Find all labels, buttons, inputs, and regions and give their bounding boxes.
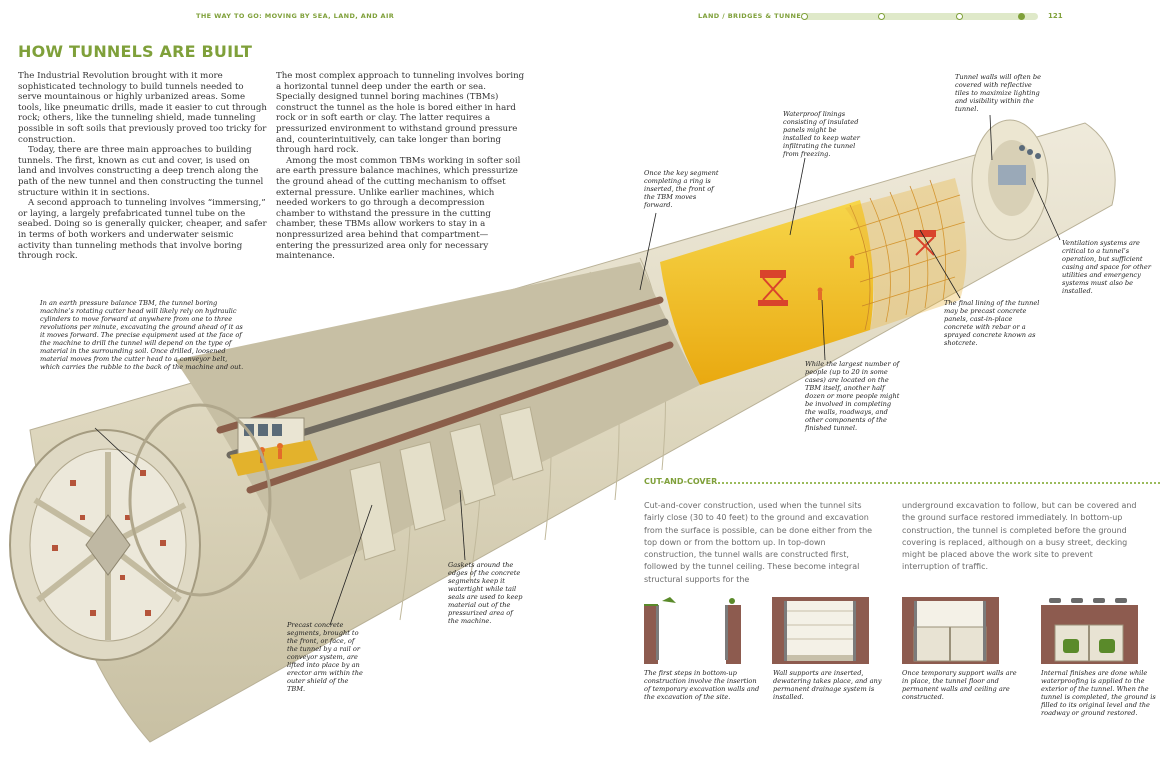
chapter-progress-bar	[801, 13, 1038, 20]
cut-and-cover-step-1-diagram	[644, 597, 741, 664]
intro-paragraph: The most complex approach to tunneling i…	[276, 71, 525, 156]
scissor-lift	[758, 230, 936, 306]
progress-stop	[801, 13, 808, 20]
lining-grid	[849, 179, 966, 331]
callout-tunnel-walls: Tunnel walls will often be covered with …	[955, 73, 1042, 113]
callout-gaskets: Gaskets around the edges of the concrete…	[448, 561, 523, 625]
callout-precast-segments: Precast concrete segments, brought to th…	[287, 621, 363, 693]
cut-and-cover-text-1: Cut-and-cover construction, used when th…	[644, 501, 873, 584]
page-number: 121	[1048, 12, 1063, 20]
page-title: HOW TUNNELS ARE BUILT	[18, 42, 253, 61]
intro-paragraph: Among the most common TBMs working in so…	[276, 155, 521, 262]
intro-paragraph: Today, there are three main approaches t…	[18, 145, 264, 198]
progress-stop	[878, 13, 885, 20]
cut-and-cover-step-2-diagram	[772, 597, 869, 664]
callout-ventilation: Ventilation systems are critical to a tu…	[1062, 239, 1151, 295]
tail-shield-segments	[349, 406, 544, 561]
cutter-hub	[85, 514, 131, 576]
step-3-caption: Once temporary support walls are in plac…	[902, 669, 1017, 701]
waterproof-lining	[660, 200, 874, 385]
running-header-left: THE WAY TO GO: MOVING BY SEA, LAND, AND …	[196, 12, 395, 20]
callout-cutter-head: In an earth pressure balance TBM, the tu…	[40, 299, 244, 371]
callout-final-lining: The final lining of the tunnel may be pr…	[944, 299, 1040, 347]
cut-and-cover-step-3-diagram	[902, 597, 999, 664]
intro-column-1: The Industrial Revolution brought with i…	[18, 71, 267, 262]
callout-waterproof-linings: Waterproof linings consisting of insulat…	[783, 110, 860, 158]
running-header-right: LAND / BRIDGES & TUNNELS	[698, 12, 811, 20]
intro-column-2: The most complex approach to tunneling i…	[276, 71, 525, 262]
progress-stop	[956, 13, 963, 20]
step-4-caption: Internal finishes are done while waterpr…	[1041, 669, 1156, 717]
cut-and-cover-text-2: underground excavation to follow, but ca…	[902, 501, 1137, 572]
progress-stop-current	[1018, 13, 1025, 20]
intro-paragraph: A second approach to tunneling involves …	[18, 198, 267, 262]
tbm-interior	[175, 262, 700, 580]
cut-and-cover-heading: CUT-AND-COVER	[644, 477, 718, 486]
step-2-caption: Wall supports are inserted, dewatering t…	[773, 669, 882, 701]
cut-and-cover-step-4-diagram	[1041, 597, 1138, 664]
intro-paragraph: The Industrial Revolution brought with i…	[18, 71, 267, 145]
callout-key-segment: Once the key segment completing a ring i…	[644, 169, 719, 209]
section-divider	[718, 482, 1160, 484]
callout-leader-lines	[94, 114, 1061, 626]
callout-workforce: While the largest number of people (up t…	[805, 360, 900, 432]
cutter-teeth	[52, 470, 166, 616]
tbm-shield	[128, 403, 272, 597]
step-1-caption: The first steps in bottom-up constructio…	[644, 669, 760, 701]
